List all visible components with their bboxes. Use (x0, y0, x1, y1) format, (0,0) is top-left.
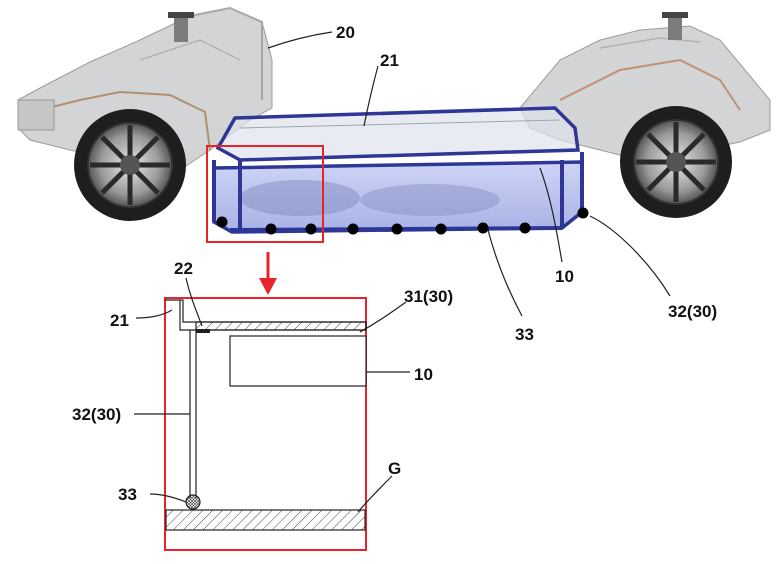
detail-highlight-box (206, 145, 324, 243)
label-21-detail: 21 (110, 311, 129, 330)
label-33-main: 33 (515, 325, 534, 344)
label-21-top: 21 (380, 51, 399, 70)
detail-seal-22 (196, 329, 210, 333)
detail-battery-10 (229, 335, 367, 387)
label-31: 31(30) (404, 287, 453, 306)
front-wheel-icon (74, 109, 186, 221)
seal-dots-33 (216, 207, 589, 235)
label-G: G (388, 459, 401, 478)
label-32-main: 32(30) (668, 302, 717, 321)
label-33-detail: 33 (118, 485, 137, 504)
top-frame-21 (215, 106, 580, 162)
front-subframe (17, 7, 273, 171)
detail-seal-33 (185, 494, 201, 510)
label-20: 20 (336, 23, 355, 42)
leader-lines (133, 31, 671, 513)
detail-plate-31 (195, 321, 367, 331)
label-22: 22 (174, 259, 193, 278)
rear-wheel-icon (620, 106, 732, 218)
detail-ground-G (165, 509, 366, 531)
callout-labels: 20 21 10 33 32(30) 22 21 31(30) 10 32(30… (72, 23, 717, 504)
label-32-detail: 32(30) (72, 405, 121, 424)
detail-view (164, 297, 367, 551)
red-down-arrow-icon (259, 252, 277, 295)
battery-assembly (212, 106, 589, 235)
label-10-main: 10 (555, 267, 574, 286)
label-10-detail: 10 (414, 365, 433, 384)
